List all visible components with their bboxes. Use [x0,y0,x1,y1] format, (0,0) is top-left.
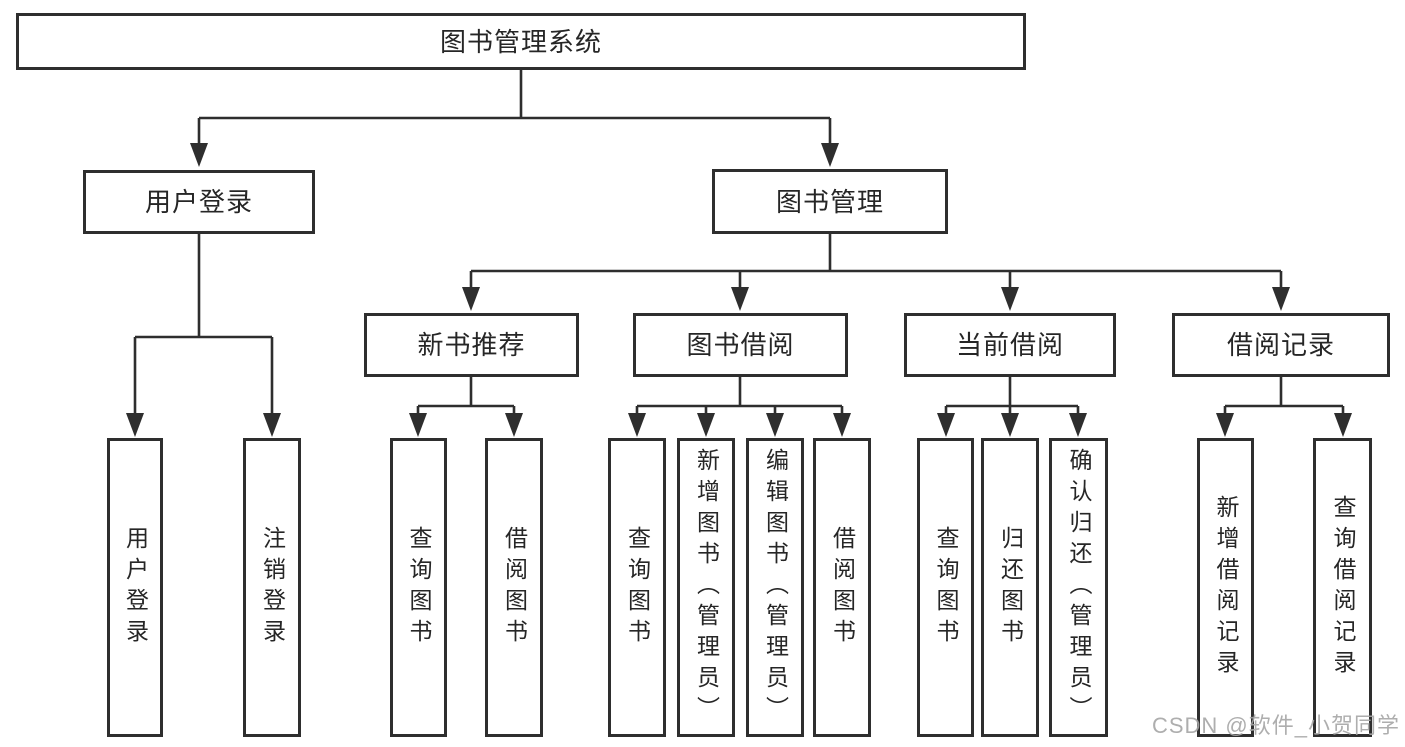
node-book-borrowing: 图书借阅 [633,313,848,377]
leaf-borrow-books-2: 借阅图书 [813,438,871,737]
node-label: 当前借阅 [955,330,1064,360]
leaf-add-book-admin: 新增图书（管理员） [677,438,735,737]
node-label: 查询图书 [406,525,432,650]
node-label: 注销登录 [259,525,286,650]
node-label: 编辑图书（管理员） [762,448,789,727]
leaf-user-login: 用户登录 [107,438,163,737]
leaf-edit-book-admin: 编辑图书（管理员） [746,438,804,737]
node-library-management-system: 图书管理系统 [16,13,1026,70]
leaf-query-books-2: 查询图书 [608,438,666,737]
node-label: 用户登录 [144,187,253,217]
node-current-borrowing: 当前借阅 [904,313,1116,377]
node-label: 借阅记录 [1226,330,1335,360]
node-label: 用户登录 [122,525,149,650]
node-label: 新增借阅记录 [1213,494,1239,681]
node-label: 图书管理 [775,186,884,217]
node-label: 新增图书（管理员） [693,448,720,727]
leaf-query-borrow-record: 查询借阅记录 [1313,438,1372,737]
leaf-query-books-1: 查询图书 [390,438,447,737]
node-new-book-recommendation: 新书推荐 [364,313,579,377]
leaf-borrow-books-1: 借阅图书 [485,438,543,737]
connector-root-to-level2 [197,69,832,157]
node-label: 查询借阅记录 [1330,494,1356,681]
leaf-confirm-return-admin: 确认归还（管理员） [1049,438,1108,737]
connector-newbook-to-leaves [416,377,516,427]
node-label: 图书借阅 [686,330,795,360]
node-label: 确认归还（管理员） [1066,448,1092,727]
node-label: 归还图书 [997,525,1024,650]
node-label: 图书管理系统 [439,26,602,57]
connector-userlogin-to-leaves [133,233,274,427]
leaf-add-borrow-record: 新增借阅记录 [1197,438,1254,737]
connector-borrow-to-leaves [635,377,844,427]
node-label: 查询图书 [624,525,651,650]
node-label: 查询图书 [933,525,959,650]
connector-bookmgmt-to-level3 [469,233,1283,301]
node-borrowing-records: 借阅记录 [1172,313,1390,377]
node-user-login: 用户登录 [83,170,315,234]
connector-records-to-leaves [1223,377,1345,427]
node-label: 新书推荐 [417,330,526,360]
leaf-return-book: 归还图书 [981,438,1039,737]
leaf-logout: 注销登录 [243,438,301,737]
csdn-watermark: CSDN @软件_小贺同学 [1151,713,1400,738]
node-label: 借阅图书 [829,525,856,650]
node-label: 借阅图书 [501,525,528,650]
arrowheads [126,143,1352,437]
node-book-management: 图书管理 [712,169,948,234]
leaf-query-books-3: 查询图书 [917,438,974,737]
